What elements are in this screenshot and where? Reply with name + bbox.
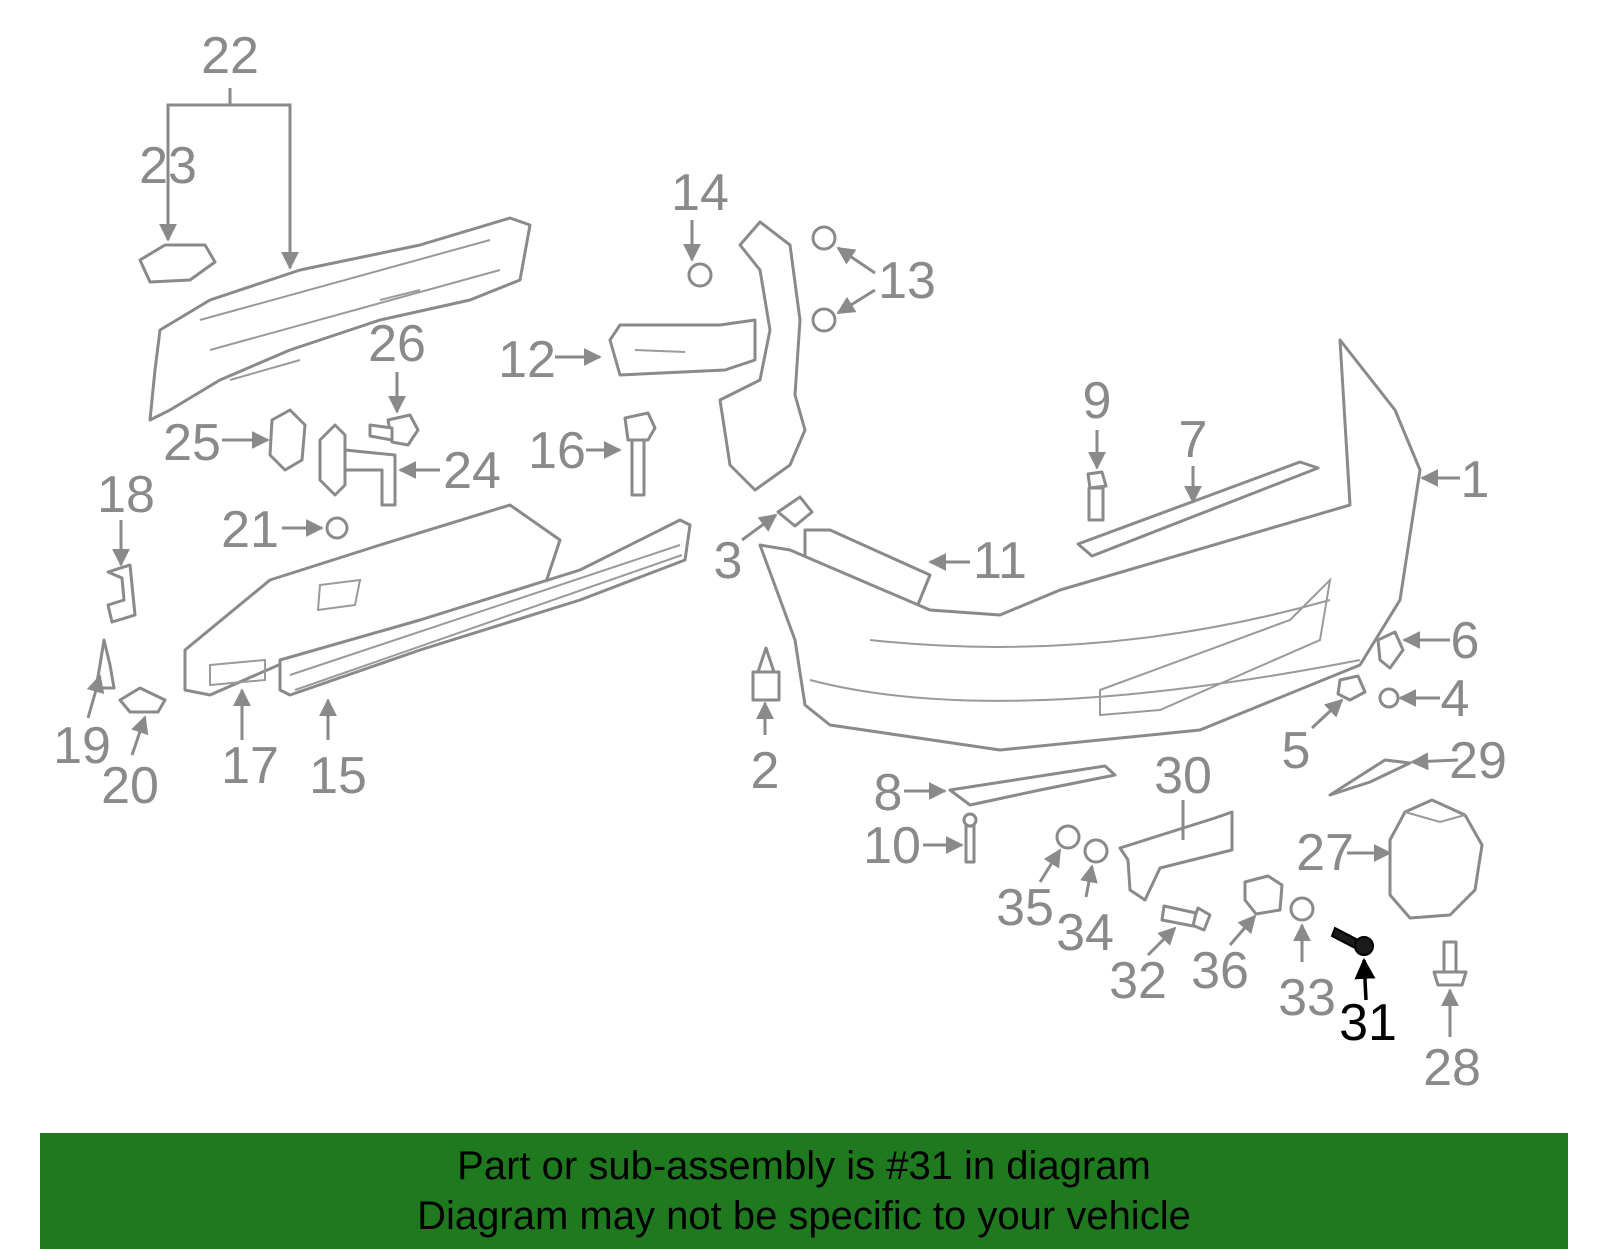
callout-17: 17 [221,737,279,795]
part-1-bumper-cover [758,338,1422,752]
part-9-screw [1086,470,1108,522]
callout-33: 33 [1278,969,1336,1027]
callout-2: 2 [751,742,780,800]
part-3-clip [776,495,814,528]
callout-10: 10 [863,817,921,875]
part-35-washer [1055,824,1081,850]
part-14-nut [687,262,713,288]
callout-32: 32 [1109,952,1167,1010]
callout-27: 27 [1296,824,1354,882]
part-20-clip [118,686,167,714]
callout-18: 18 [97,466,155,524]
part-33-washer [1289,896,1315,922]
part-23-clip [138,243,217,284]
callout-36: 36 [1191,942,1249,1000]
callout-16: 16 [528,422,586,480]
callout-20: 20 [101,757,159,815]
part-10-rivet [962,812,978,864]
callout-1: 1 [1461,451,1490,509]
part-28-stud [1432,940,1468,987]
callout-7: 7 [1179,411,1208,469]
callout-14: 14 [671,164,729,222]
info-banner: Part or sub-assembly is #31 in diagram D… [40,1133,1568,1249]
part-15-beam [278,518,692,697]
part-29-trim [1328,758,1412,797]
callout-25: 25 [163,414,221,472]
callout-3: 3 [714,532,743,590]
callout-35: 35 [996,879,1054,937]
callout-22: 22 [201,27,259,85]
callout-23: 23 [139,137,197,195]
part-36-clip [1243,874,1284,916]
callout-12: 12 [498,331,556,389]
banner-line-1: Part or sub-assembly is #31 in diagram [457,1144,1151,1188]
part-27-reflector [1388,798,1484,920]
part-13-nut-lower [811,307,837,333]
part-7-strip [1076,460,1320,558]
callout-30: 30 [1154,747,1212,805]
part-12-guide-bracket [718,220,807,492]
part-34-washer [1083,838,1109,864]
callout-26: 26 [368,315,426,373]
part-21-washer [325,516,349,540]
callout-15: 15 [309,747,367,805]
part-5-stud [1336,674,1367,702]
part-26-bolt [368,413,420,447]
callout-11: 11 [973,532,1027,590]
part-31-screw [1330,926,1374,956]
part-16-bolt [623,411,657,497]
callout-29: 29 [1449,732,1507,790]
callout-21: 21 [221,501,279,559]
part-4-washer [1378,687,1400,709]
leader-lines [86,88,1460,1037]
part-6-clip [1376,630,1405,670]
callout-13: 13 [878,252,936,310]
banner-line-2: Diagram may not be specific to your vehi… [417,1194,1191,1238]
callout-28: 28 [1423,1039,1481,1097]
callout-34: 34 [1056,904,1114,962]
callout-5: 5 [1282,722,1311,780]
part-25-plate [268,408,307,472]
part-8-bracket [948,764,1117,807]
part-2-clip [751,646,781,702]
callout-4: 4 [1441,670,1470,728]
callout-19: 19 [53,717,111,775]
callout-9: 9 [1083,372,1112,430]
part-30-bracket [1118,810,1234,902]
part-32-bolt [1160,904,1212,932]
part-13-nut-upper [811,225,837,251]
callout-8: 8 [874,764,903,822]
part-22-reinforcement [148,216,532,422]
callout-31-highlighted: 31 [1339,994,1397,1052]
part-24-bracket [318,423,397,507]
callout-6: 6 [1451,612,1480,670]
part-12-guide [608,318,757,377]
part-18-bracket [106,563,137,624]
callout-24: 24 [443,442,501,500]
